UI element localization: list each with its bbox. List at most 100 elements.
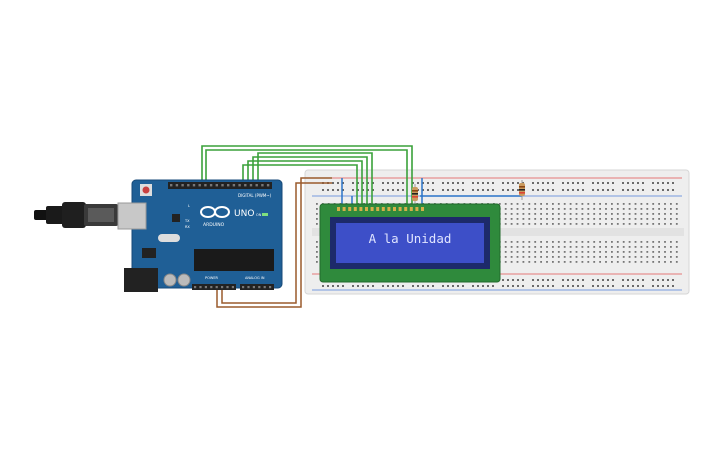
usb-plug-icon[interactable] [34,202,118,228]
wire-d11[interactable] [205,149,408,206]
resistor-1[interactable] [412,184,418,206]
uno-label: UNO [234,209,254,219]
hole [357,189,359,191]
wire-d5[interactable] [242,164,358,206]
hole [569,213,572,215]
hole [622,213,625,215]
hole [652,261,655,263]
hole [602,189,604,191]
hole [611,218,613,220]
hole [634,203,637,205]
hole [664,241,666,243]
hole [646,241,649,243]
hole [664,256,666,258]
green-wires[interactable] [201,145,413,206]
reset-button-cap[interactable] [142,186,150,194]
hole [632,182,634,184]
hole [512,279,514,281]
hole [404,207,408,211]
hole [616,256,619,258]
hole [421,207,424,211]
brown-wires[interactable] [216,177,332,308]
hole [634,261,637,263]
hole [516,251,519,253]
hole [592,285,594,287]
hole [593,256,596,258]
hole [567,279,569,281]
hole [342,189,344,191]
hole [204,286,207,289]
usb-port[interactable] [117,202,147,230]
hole [504,218,507,220]
on-label: ON [256,213,262,217]
wire-d12[interactable] [201,145,413,206]
hole [593,213,596,215]
hole [522,218,525,220]
hole [557,256,560,258]
hole [367,182,369,184]
hole [640,213,643,215]
hole [547,182,549,184]
hole [575,241,578,243]
analog-header-label: ANALOG IN [245,276,265,280]
hole [210,286,213,289]
hole [652,189,654,191]
hole [587,246,590,248]
hole [332,189,334,191]
hole [327,189,329,191]
hole [452,285,454,287]
hole [563,213,566,215]
hole [510,208,513,210]
hole [540,241,542,243]
hole [605,246,607,248]
hole [316,213,318,215]
lcd-module[interactable]: A la Unidad [319,203,501,283]
power-header[interactable] [192,284,236,290]
wire-d3[interactable] [252,156,368,206]
hole [569,203,572,205]
hole [658,208,660,210]
hole [552,208,554,210]
wire-d4[interactable] [247,160,363,206]
hole [516,256,519,258]
hole [472,285,474,287]
hole [517,285,519,287]
hole [652,203,655,205]
on-led [262,213,268,216]
hole [552,246,554,248]
analog-header[interactable] [240,284,274,290]
wire-gnd[interactable] [221,182,332,304]
digital-header[interactable] [168,182,272,189]
hole [510,246,513,248]
hole [255,184,258,187]
hole [607,182,609,184]
resistor-2[interactable] [519,180,525,200]
hole [432,285,434,287]
hole [522,241,525,243]
hole [452,189,454,191]
hole [258,286,261,289]
hole [516,261,519,263]
hole [616,251,619,253]
hole [266,184,270,187]
hole [658,203,660,205]
wire-5v[interactable] [216,177,332,308]
power-jack[interactable] [124,268,158,292]
hole [537,189,539,191]
hole [569,246,572,248]
hole [516,203,519,205]
wire-d2[interactable] [257,152,373,206]
hole [502,285,504,287]
hole [372,189,374,191]
hole [542,182,544,184]
hole [504,261,507,263]
hole [605,203,607,205]
hole [612,182,614,184]
hole [231,286,234,289]
arduino-uno-board[interactable]: DIGITAL (PWM~) UNO ARDUINO ON L TX RX [117,179,283,292]
hole [675,251,678,253]
hole [593,241,596,243]
hole [662,182,664,184]
